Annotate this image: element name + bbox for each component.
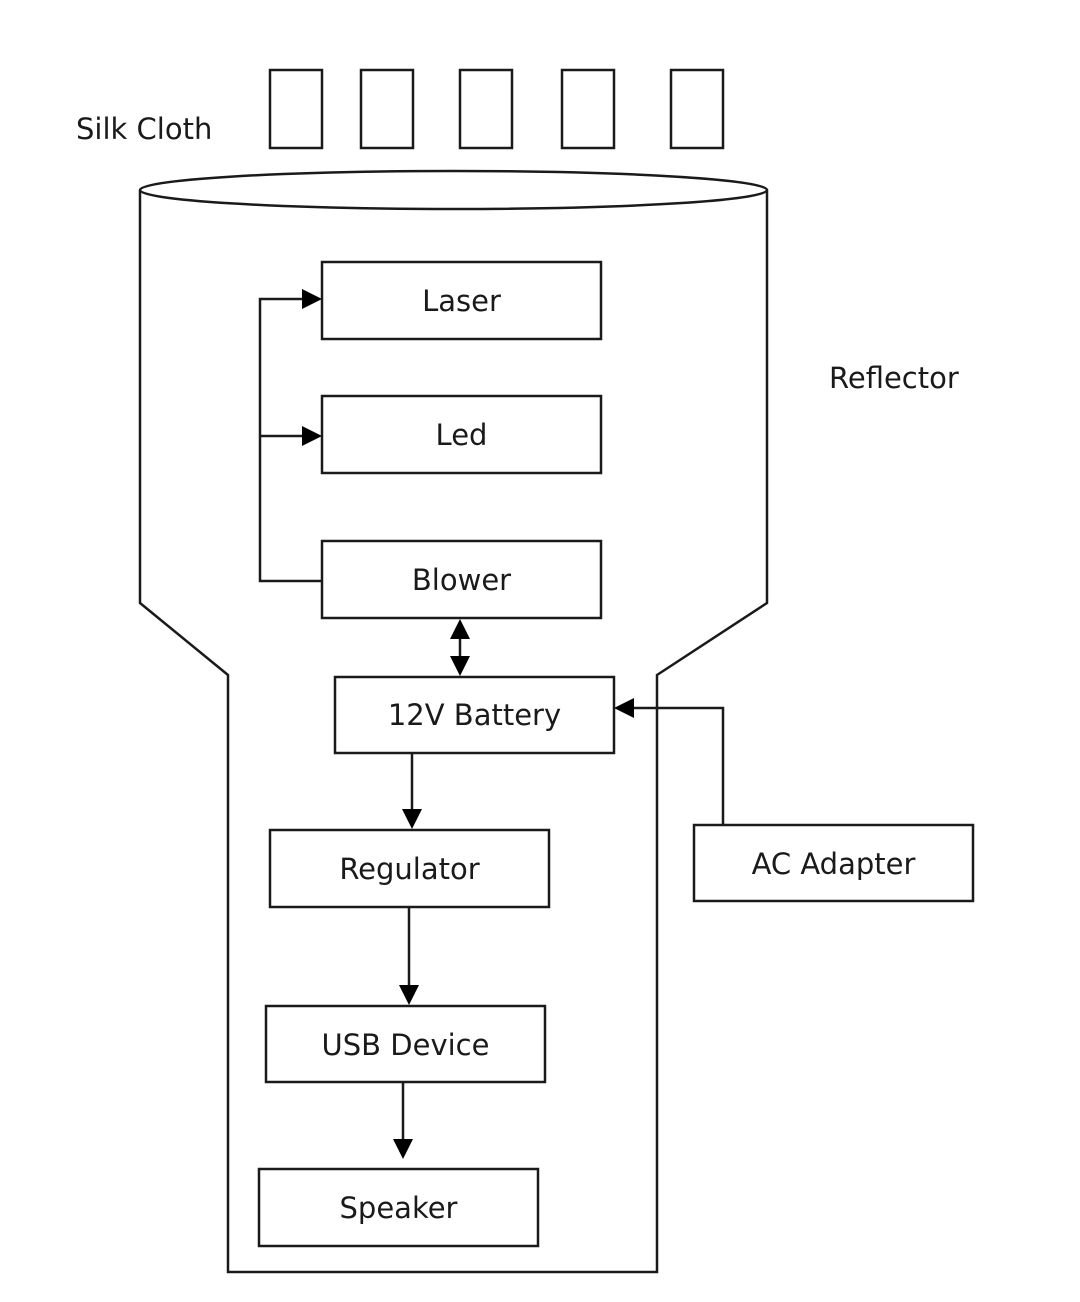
silk-strip (359, 68, 415, 150)
laser-label: Laser (422, 284, 501, 318)
arrow-head-icon (450, 656, 470, 676)
connector-line (258, 297, 322, 583)
connector-line (630, 706, 725, 825)
led-label: Led (436, 418, 488, 452)
blower-battery-bidirectional-arrow (450, 619, 470, 676)
regulator-to-usb-arrow (399, 907, 419, 1005)
usb-device-block (264, 1004, 547, 1084)
usb-device-label: USB Device (322, 1028, 490, 1062)
regulator-block (268, 828, 551, 909)
speaker-label: Speaker (340, 1191, 458, 1225)
silk-strip (268, 68, 324, 150)
reflector-body (138, 190, 769, 1274)
usb-to-speaker-arrow (393, 1082, 413, 1159)
regulator-label: Regulator (339, 852, 479, 886)
blower-block (320, 539, 603, 620)
ac-adapter-to-battery-arrow (614, 698, 725, 825)
blower-label: Blower (412, 563, 511, 597)
silk-cloth-strips (268, 68, 725, 150)
silk-cloth-label: Silk Cloth (76, 112, 212, 146)
reflector-rim (138, 169, 769, 211)
battery-block (333, 675, 616, 755)
reflector-label: Reflector (829, 361, 959, 395)
arrow-head-icon (393, 1139, 413, 1159)
arrow-head-icon (302, 289, 322, 309)
battery-to-regulator-arrow (402, 753, 422, 829)
silk-strip (560, 68, 616, 150)
silk-strip (669, 68, 725, 150)
battery-label: 12V Battery (388, 698, 561, 732)
led-block (320, 394, 603, 475)
laser-block (320, 260, 603, 341)
arrow-head-icon (450, 619, 470, 639)
blower-to-laser-led-connector (258, 289, 322, 583)
arrow-head-icon (614, 698, 634, 718)
ac-adapter-block (692, 823, 975, 903)
speaker-block (257, 1167, 540, 1248)
silk-strip (458, 68, 514, 150)
arrow-head-icon (302, 426, 322, 446)
ac-adapter-label: AC Adapter (752, 847, 916, 881)
arrow-head-icon (402, 809, 422, 829)
arrow-head-icon (399, 985, 419, 1005)
